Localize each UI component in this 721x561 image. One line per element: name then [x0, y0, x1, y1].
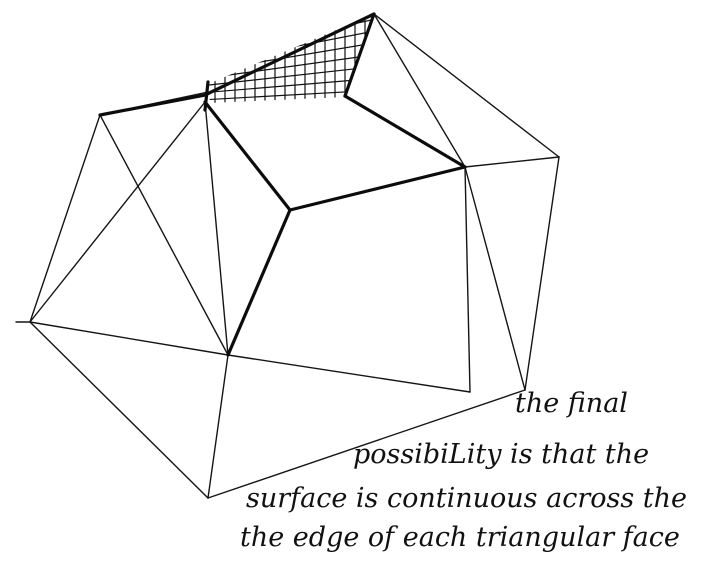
caption-line-3: surface is continuous across the [246, 485, 687, 512]
outer-outline [16, 14, 559, 498]
highlighted-face-edges [100, 14, 465, 355]
caption-line-1: the final [515, 390, 628, 417]
caption-line-4: the edge of each triangular face [240, 524, 680, 551]
caption-line-2: possibiLity is that the [353, 441, 649, 468]
hatched-surface-patch [200, 6, 380, 110]
